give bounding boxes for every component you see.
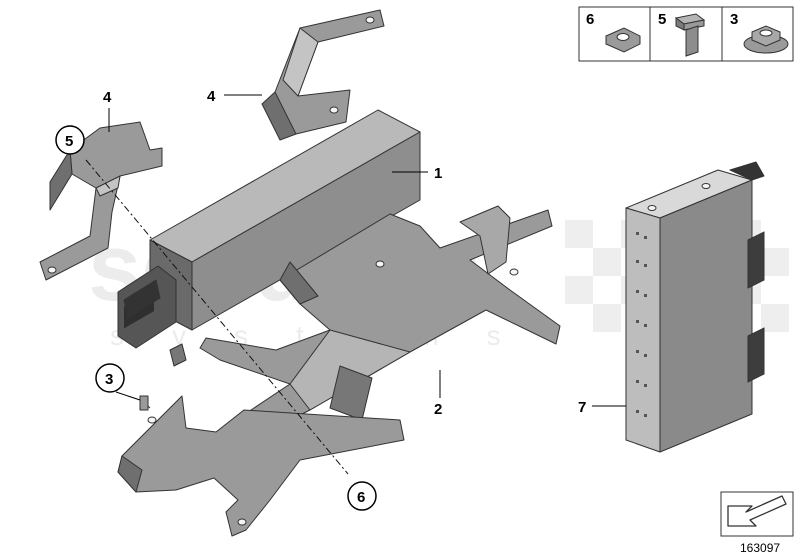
callout-6-circle — [347, 481, 377, 511]
bolt-icon — [674, 13, 706, 57]
flange-nut-icon — [743, 25, 789, 54]
callout-5-circle — [55, 125, 85, 155]
legend-num-bolt: 5 — [658, 11, 666, 28]
fastener-legend: 6 5 3 — [578, 6, 794, 62]
callout-7: 7 — [578, 399, 586, 416]
callout-3-circle — [95, 363, 125, 393]
callout-6: 6 — [357, 489, 365, 506]
callout-2: 2 — [434, 401, 442, 418]
electronic-module-7 — [625, 161, 765, 453]
view-direction-box: 163097 — [720, 491, 794, 555]
control-unit-module — [117, 109, 421, 349]
legend-num-hex-nut: 6 — [586, 11, 594, 28]
callout-4-upper: 4 — [207, 88, 216, 105]
leader-3 — [115, 391, 141, 401]
callout-1: 1 — [434, 165, 442, 182]
callout-4-left: 4 — [103, 89, 112, 106]
diagram-id: 163097 — [740, 541, 780, 555]
mounting-bracket — [169, 205, 561, 441]
callout-5: 5 — [65, 133, 73, 150]
view-arrow-icon — [727, 495, 787, 527]
hex-nut-icon — [605, 27, 641, 53]
lower-bracket — [117, 395, 405, 537]
callout-3: 3 — [105, 371, 113, 388]
assembly-axis-line — [85, 159, 349, 475]
upper-bracket — [261, 9, 385, 141]
callouts: 1 2 3 4 4 5 6 7 — [55, 88, 626, 511]
legend-num-flange-nut: 3 — [730, 11, 738, 28]
